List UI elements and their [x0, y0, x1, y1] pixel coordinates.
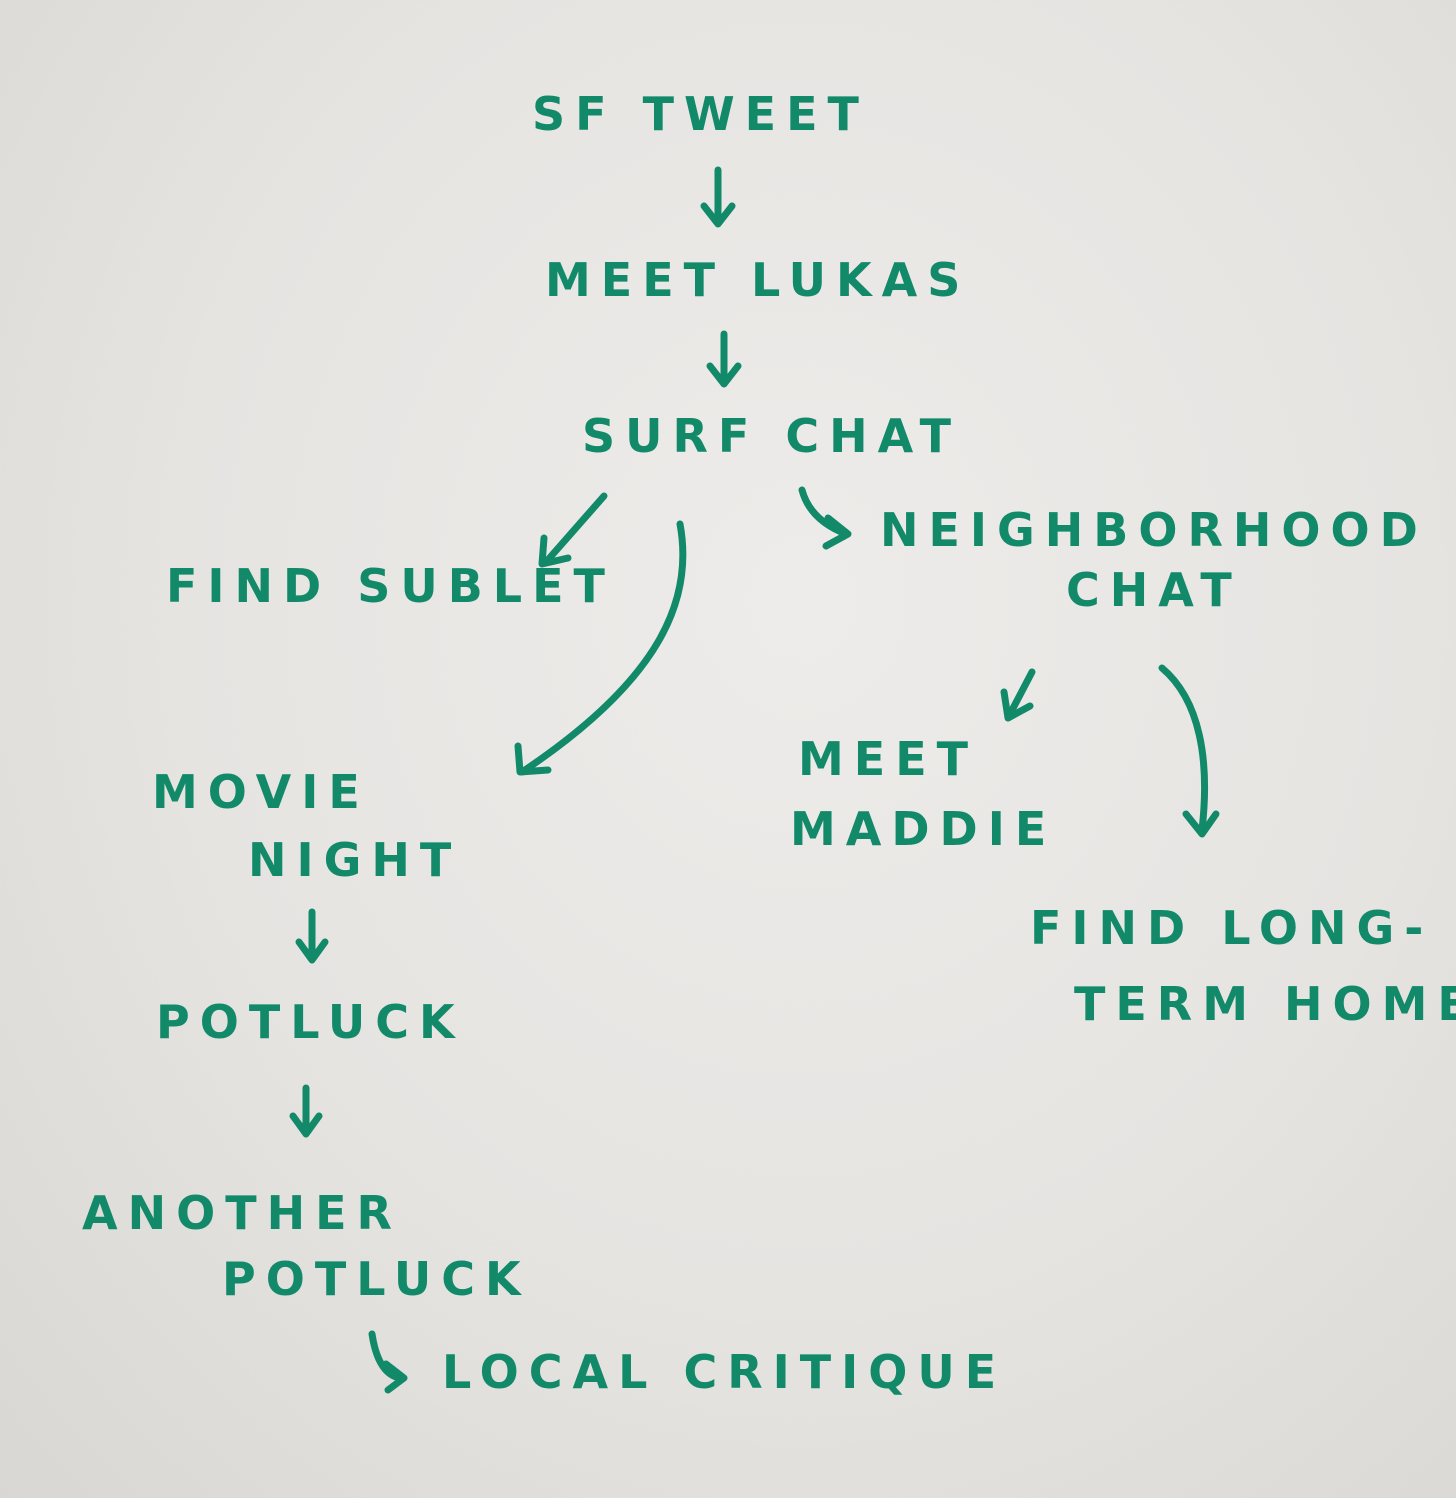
node-neighborhood-chat-line-1: NEIGHBORHOOD	[880, 503, 1428, 557]
arrow-head	[1182, 810, 1220, 838]
arrow-surf-chat-to-neighborhood-chat	[798, 486, 852, 550]
node-find-long-term-home-line-2: TERM HOME	[1074, 977, 1456, 1031]
node-surf-chat-line: SURF CHAT	[582, 409, 962, 463]
arrow-another-potluck-to-local-critique	[368, 1330, 408, 1394]
node-find-sublet: FIND SUBLET	[166, 556, 615, 616]
arrow-surf-chat-to-movie-night	[514, 520, 687, 776]
arrow-head	[289, 1112, 323, 1138]
arrow-head	[538, 534, 572, 568]
arrow-neighborhood-chat-to-meet-maddie	[1000, 668, 1036, 722]
arrow-shaft	[368, 1330, 404, 1382]
node-potluck-line: POTLUCK	[156, 995, 465, 1049]
node-sf-tweet: SF TWEET	[532, 84, 869, 144]
node-meet-lukas-line: MEET LUKAS	[545, 253, 971, 307]
arrow-shaft	[1006, 668, 1036, 718]
node-sf-tweet-line: SF TWEET	[532, 87, 869, 141]
arrow-surf-chat-to-find-sublet	[538, 492, 608, 568]
node-neighborhood-chat: NEIGHBORHOOD CHAT	[880, 500, 1428, 620]
arrow-head	[822, 514, 852, 550]
node-movie-night: MOVIE NIGHT	[152, 758, 461, 894]
node-find-long-term-home-line-1: FIND LONG-	[1030, 901, 1434, 955]
node-meet-maddie-line-1: MEET	[798, 732, 978, 786]
node-meet-maddie-line-2: MADDIE	[790, 802, 1057, 856]
arrow-shaft	[1158, 664, 1209, 834]
node-another-potluck: ANOTHER POTLUCK	[82, 1180, 531, 1312]
node-potluck: POTLUCK	[156, 992, 465, 1052]
node-meet-maddie: MEET MADDIE	[790, 724, 1056, 864]
arrow-neighborhood-chat-to-find-long-term-home	[1158, 664, 1220, 838]
arrow-movie-night-to-potluck	[295, 908, 329, 964]
arrow-head	[706, 362, 742, 388]
arrow-shaft	[542, 492, 608, 566]
arrow-head	[382, 1360, 408, 1394]
arrow-head	[514, 742, 552, 776]
node-movie-night-line-2: NIGHT	[248, 833, 462, 887]
node-local-critique: LOCAL CRITIQUE	[442, 1342, 1006, 1402]
node-another-potluck-line-1: ANOTHER	[82, 1186, 402, 1240]
arrow-meet-lukas-to-surf-chat	[706, 330, 742, 388]
node-movie-night-line-1: MOVIE	[152, 765, 370, 819]
node-meet-lukas: MEET LUKAS	[545, 250, 970, 310]
arrow-sf-tweet-to-meet-lukas	[700, 166, 736, 228]
arrow-head	[700, 202, 736, 228]
arrow-potluck-to-another-potluck	[289, 1084, 323, 1138]
node-surf-chat: SURF CHAT	[582, 406, 961, 466]
node-neighborhood-chat-line-2: CHAT	[1066, 563, 1242, 617]
arrow-head	[1000, 688, 1034, 722]
node-find-sublet-line: FIND SUBLET	[166, 559, 615, 613]
node-local-critique-line: LOCAL CRITIQUE	[442, 1345, 1007, 1399]
node-another-potluck-line-2: POTLUCK	[222, 1252, 531, 1306]
node-find-long-term-home: FIND LONG- TERM HOME	[1030, 890, 1456, 1042]
arrow-shaft	[518, 520, 687, 776]
arrow-head	[295, 938, 329, 964]
